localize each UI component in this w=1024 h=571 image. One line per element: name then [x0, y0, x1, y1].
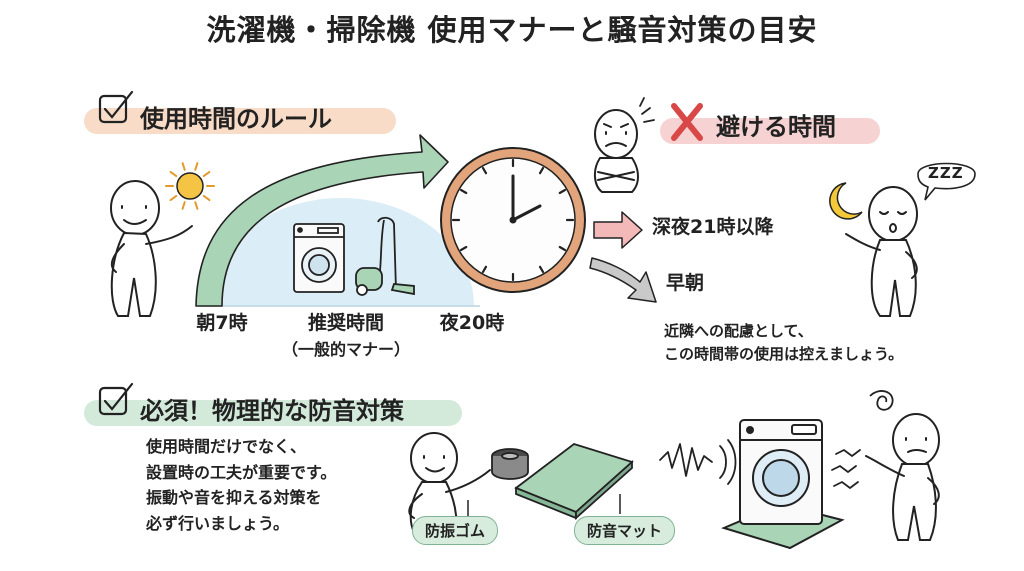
soundproof-text-line-2: 設置時の工夫が重要です。 [146, 462, 337, 482]
page-title: 洗濯機・掃除機 使用マナーと騒音対策の目安 [206, 13, 818, 47]
sleep-zzz-text: ZZZ [928, 164, 964, 182]
sound-wave-icon [659, 443, 713, 477]
avoid-note: 近隣への配慮として、 この時間帯の使用は控えましょう。 [664, 320, 903, 367]
checkbox-checked-icon [98, 90, 134, 124]
clock-tick [459, 188, 468, 195]
early-morning-arrow [589, 257, 657, 303]
vacuum-cleaner-icon [355, 216, 415, 296]
avoid-note-line-2: この時間帯の使用は控えましょう。 [664, 345, 904, 364]
rubber-pad-icon [491, 448, 529, 480]
clock-tick [558, 245, 567, 252]
usage-heading-highlight [84, 108, 396, 134]
person-happy-figure [110, 180, 193, 317]
person-concerned-figure [865, 413, 940, 541]
sun-ray [181, 162, 186, 171]
moon-icon [829, 182, 863, 220]
sun-ray [194, 201, 199, 210]
start-time-label: 朝7時 [196, 312, 248, 334]
checkbox-checked-icon [98, 382, 134, 416]
recommended-time-label: 推奨時間 [307, 312, 385, 334]
end-time-label: 夜20時 [439, 312, 505, 334]
usage-rules-heading: 使用時間のルール [140, 105, 332, 133]
sun-ray [202, 194, 211, 202]
clock-tick [538, 166, 545, 175]
clock-tick [538, 265, 545, 274]
rubber-pad-label: 防振ゴム [412, 516, 499, 545]
late-night-arrow [593, 211, 643, 249]
clock-tick [481, 265, 488, 274]
sound-wave-icon [719, 439, 737, 485]
sun-ray [202, 170, 211, 178]
soundproof-heading: 必須！物理的な防音対策 [140, 397, 404, 425]
sun-ray [194, 162, 199, 171]
sun-ray [169, 170, 178, 178]
cross-icon [671, 103, 703, 141]
clock-tick [481, 166, 488, 175]
clock-tick [459, 245, 468, 252]
washing-machine-icon [293, 223, 345, 293]
avoid-note-line-1: 近隣への配慮として、 [664, 322, 813, 340]
sun-ray [169, 194, 178, 202]
sun-icon [165, 162, 215, 210]
soundproof-heading-highlight [84, 400, 462, 426]
clock-tick [558, 188, 567, 195]
vibration-lines-icon [831, 448, 861, 490]
person-worried-figure [594, 109, 639, 193]
worry-lines-icon [639, 97, 655, 123]
soundproof-mat-label: 防音マット [574, 516, 676, 545]
soundproof-description: 使用時間だけでなく、 設置時の工夫が重要です。 振動や音を抑える対策を 必ず行い… [146, 434, 336, 536]
recommended-time-sublabel: （一般的マナー） [281, 340, 411, 359]
time-flow-arrow [195, 134, 449, 307]
soundproof-text-line-1: 使用時間だけでなく、 [146, 437, 307, 456]
soundproof-text-line-3: 振動や音を抑える対策を [146, 488, 322, 508]
person-sleepy-figure [845, 186, 918, 317]
clock-icon [440, 147, 586, 293]
avoid-times-heading: 避ける時間 [716, 113, 836, 141]
sun-ray [181, 201, 186, 210]
speech-bubble [917, 162, 976, 201]
early-morning-label: 早朝 [666, 272, 705, 294]
soundproof-text-line-4: 必ず行いましょう。 [146, 513, 290, 533]
dizzy-spiral-icon [869, 390, 894, 411]
soundproof-mat-icon [514, 443, 634, 521]
avoid-heading-highlight [660, 118, 880, 144]
late-night-label: 深夜21時以降 [652, 216, 774, 238]
washing-machine-on-mat-icon [721, 419, 845, 550]
